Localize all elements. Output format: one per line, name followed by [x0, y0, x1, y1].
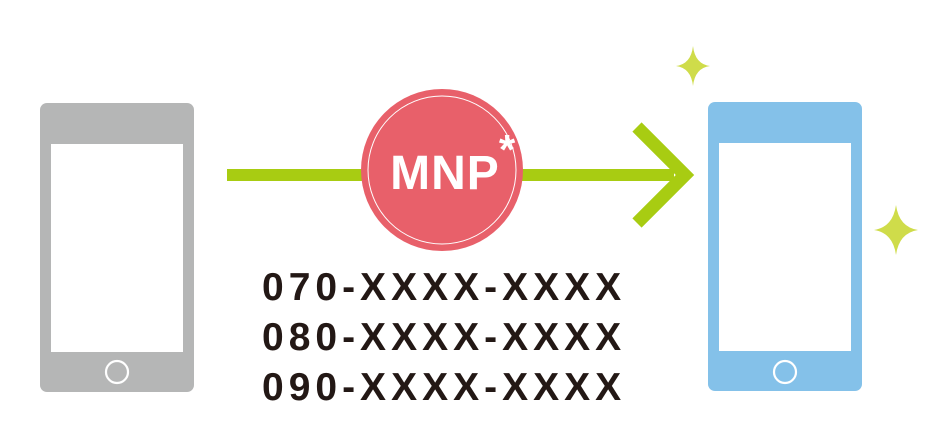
phone-number-list: 070-XXXX-XXXX 080-XXXX-XXXX 090-XXXX-XXX… [262, 263, 642, 413]
mnp-badge-label: MNP [390, 147, 500, 200]
sparkle-icon [874, 205, 918, 255]
sparkle-icon [676, 46, 710, 86]
phone-number: 070-XXXX-XXXX [262, 266, 627, 309]
phone-number: 080-XXXX-XXXX [262, 316, 627, 359]
mnp-asterisk: * [499, 126, 516, 173]
old-phone-icon [40, 103, 194, 392]
mnp-badge: MNP * [361, 89, 523, 251]
new-phone-icon [708, 102, 862, 391]
phone-number: 090-XXXX-XXXX [262, 366, 627, 409]
